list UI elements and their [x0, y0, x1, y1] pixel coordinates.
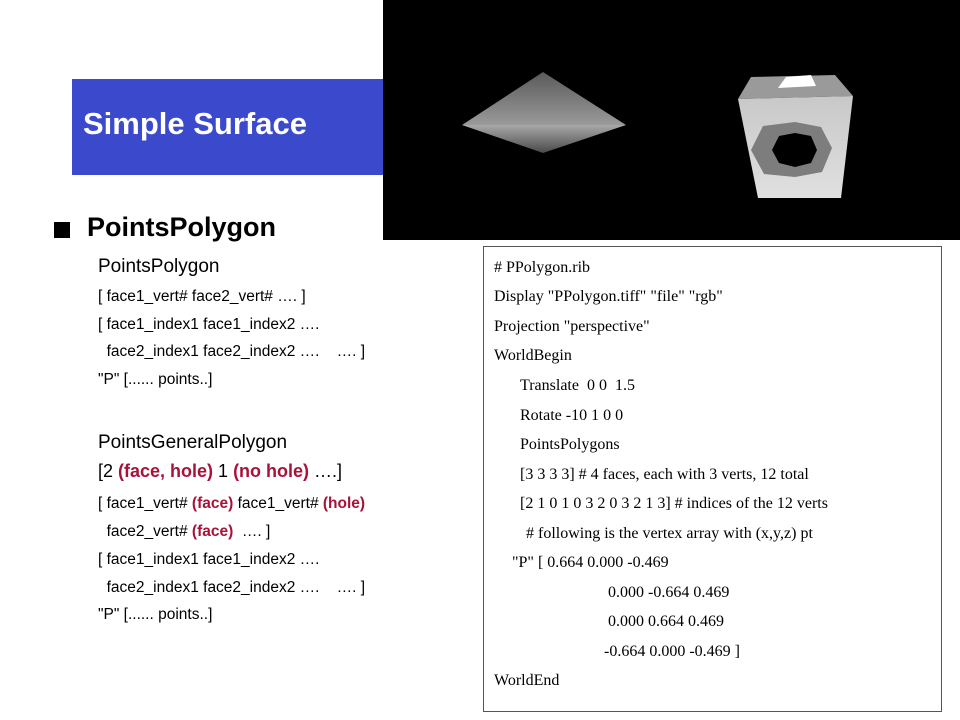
highlight-text: (face): [191, 495, 234, 512]
syntax-line: face2_index1 face2_index2 …. …. ]: [98, 343, 366, 360]
code-line: # PPolygon.rib: [494, 259, 591, 276]
highlight-text: (face, hole): [118, 461, 214, 481]
highlight-text: (face): [191, 523, 234, 540]
highlight-text: (no hole): [233, 461, 310, 481]
code-line: Rotate -10 1 0 0: [520, 407, 624, 424]
pointspolygon-label: PointsPolygon: [98, 256, 220, 277]
render-panel: [383, 0, 960, 240]
code-line: # following is the vertex array with (x,…: [526, 525, 813, 542]
general-polygon-label: PointsGeneralPolygon: [98, 432, 288, 453]
slide-title: Simple Surface: [83, 106, 307, 141]
title-bar: [72, 79, 384, 175]
syntax-line: [ face1_vert# face2_vert# …. ]: [98, 288, 306, 305]
code-line: Projection "perspective": [494, 318, 650, 335]
code-line: Translate 0 0 1.5: [520, 377, 635, 394]
hollow-cube-shape: [738, 75, 853, 198]
general-syntax-line: [2 (face, hole) 1 (no hole) ….]: [98, 461, 343, 481]
general-syntax-line: "P" [...... points..]: [98, 606, 213, 623]
section-heading: PointsPolygon: [87, 212, 276, 242]
code-line: WorldBegin: [494, 347, 572, 364]
code-line: WorldEnd: [494, 672, 560, 689]
pyramid-shape: [462, 72, 626, 153]
bullet-icon: [54, 222, 70, 238]
code-line: Display "PPolygon.tiff" "file" "rgb": [494, 288, 723, 305]
code-line: "P" [ 0.664 0.000 -0.469: [512, 554, 669, 571]
code-line: [3 3 3 3] # 4 faces, each with 3 verts, …: [520, 466, 809, 483]
render-image: [462, 72, 853, 198]
code-line: PointsPolygons: [520, 436, 620, 453]
rib-code-box: # PPolygon.rib Display "PPolygon.tiff" "…: [483, 246, 942, 712]
general-syntax-line: face2_vert# (face) …. ]: [98, 523, 271, 540]
syntax-line: "P" [...... points..]: [98, 371, 213, 388]
code-line: -0.664 0.000 -0.469 ]: [604, 643, 740, 660]
syntax-line: [ face1_index1 face1_index2 ….: [98, 316, 320, 333]
general-syntax-line: [ face1_index1 face1_index2 ….: [98, 551, 320, 568]
highlight-text: (hole): [322, 495, 366, 512]
code-line: 0.000 -0.664 0.469: [608, 584, 730, 601]
code-line: [2 1 0 1 0 3 2 0 3 2 1 3] # indices of t…: [520, 495, 828, 512]
general-syntax-line: face2_index1 face2_index2 …. …. ]: [98, 579, 366, 596]
code-line: 0.000 0.664 0.469: [608, 613, 724, 630]
general-syntax-line: [ face1_vert# (face) face1_vert# (hole): [98, 495, 366, 512]
